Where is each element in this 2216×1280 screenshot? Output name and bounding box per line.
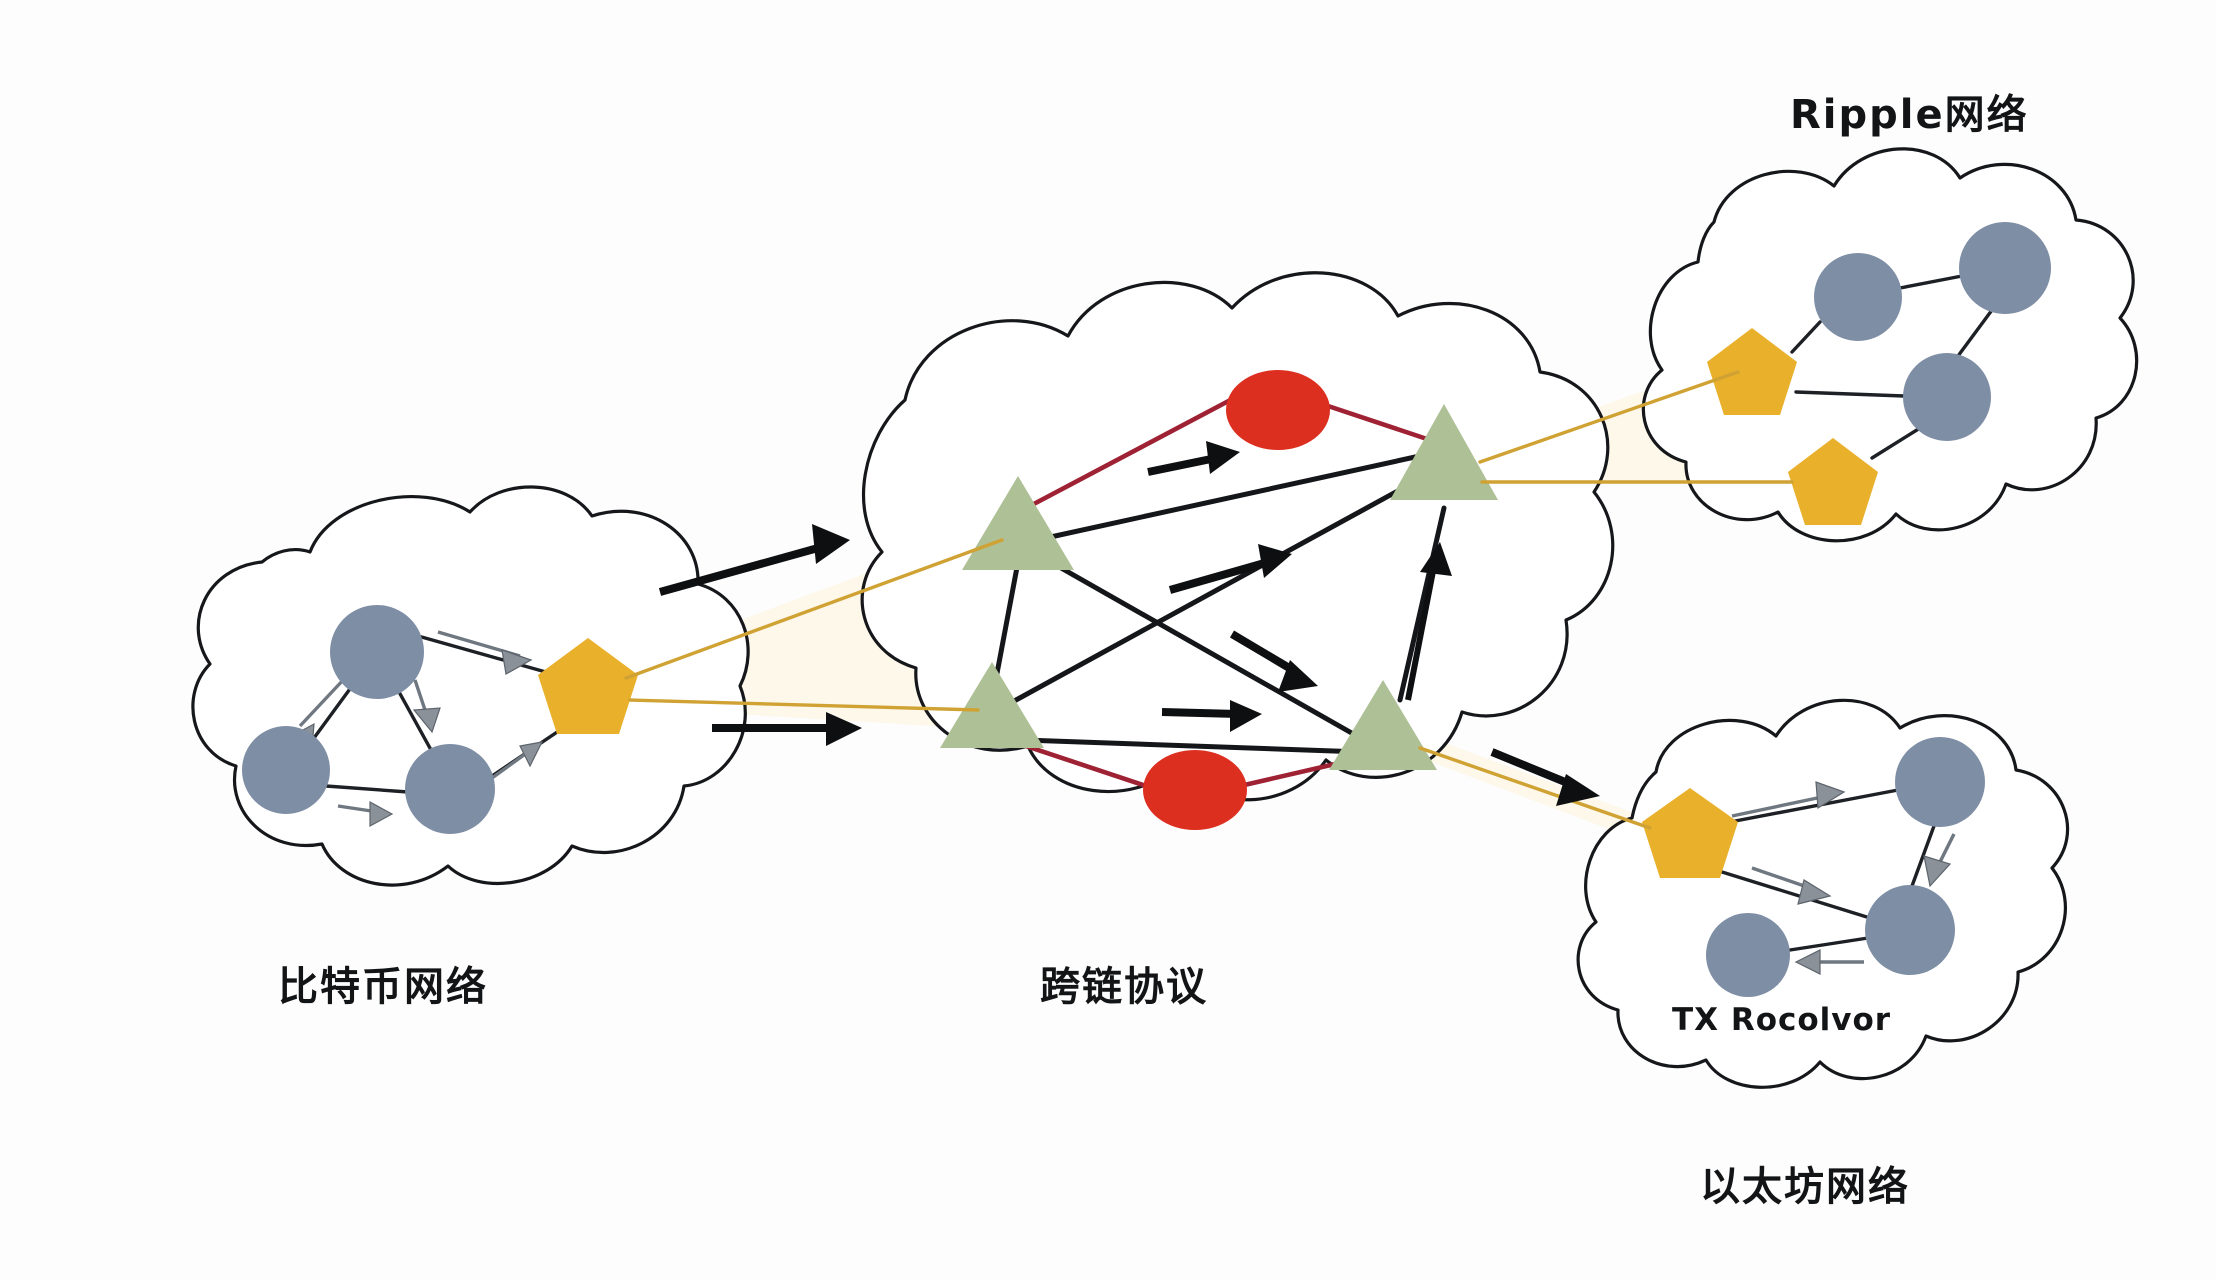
cc-red-link-top-ne bbox=[1319, 401, 1433, 443]
validator-top[interactable] bbox=[1226, 370, 1330, 450]
label-ethereum-network: 以太坊网络 bbox=[1700, 1164, 1910, 1210]
beam-crosschain-ethereum bbox=[1405, 730, 1680, 856]
bridge-btc-to-cc-lower-arrow[interactable] bbox=[712, 712, 862, 746]
cloud-bitcoin[interactable] bbox=[191, 485, 750, 887]
ripple-gateway-top[interactable] bbox=[1707, 328, 1797, 415]
ripple-link-a-b bbox=[1898, 274, 1964, 290]
bridge-btc-to-cc-upper-line bbox=[624, 538, 1004, 680]
btc-arrow-to-gateway bbox=[437, 630, 533, 675]
ripple-link-gw-c bbox=[1794, 390, 1906, 398]
bridge-btc-to-cc-lower-line bbox=[628, 698, 980, 712]
label-crosschain-protocol: 跨链协议 bbox=[1040, 964, 1208, 1010]
btc-arrow-left-to-bottom bbox=[337, 800, 394, 828]
cloud-crosschain[interactable] bbox=[860, 271, 1615, 830]
cc-link-nw-sw bbox=[992, 559, 1021, 687]
btc-node-left[interactable] bbox=[242, 726, 330, 814]
btc-node-bottom[interactable] bbox=[405, 744, 495, 834]
label-ripple-network: Ripple网络 bbox=[1790, 92, 2029, 138]
cc-link-sw-se bbox=[1021, 737, 1365, 755]
eth-gateway[interactable] bbox=[1642, 788, 1738, 878]
ripple-node-c[interactable] bbox=[1903, 353, 1991, 441]
btc-arrow-top-down bbox=[412, 679, 441, 734]
bridge-cc-to-ripple-upper bbox=[1478, 370, 1740, 464]
eth-link-top-mid bbox=[1910, 824, 1936, 888]
cc-arrow-flow-4 bbox=[1161, 700, 1262, 732]
btc-gateway[interactable] bbox=[538, 638, 638, 734]
cloud-ethereum[interactable] bbox=[1576, 698, 2070, 1089]
relay-node-ne[interactable] bbox=[1390, 404, 1498, 500]
eth-node-mid[interactable] bbox=[1865, 885, 1955, 975]
btc-link-left-bottom bbox=[324, 784, 410, 794]
cc-arrow-flow-1 bbox=[1147, 441, 1240, 476]
cc-link-nw-ne bbox=[1043, 449, 1441, 541]
cc-arrow-flow-up bbox=[1405, 542, 1452, 701]
eth-link-mid-low bbox=[1788, 936, 1870, 952]
bridge-btc-to-cc-upper-arrow[interactable] bbox=[658, 524, 850, 596]
eth-link-gw-top bbox=[1728, 788, 1900, 824]
cc-arrow-flow-2 bbox=[1168, 544, 1292, 594]
ripple-link-gw2-c bbox=[1870, 426, 1922, 460]
relay-node-sw[interactable] bbox=[940, 662, 1044, 748]
btc-node-top[interactable] bbox=[330, 605, 424, 699]
relay-node-se[interactable] bbox=[1329, 680, 1437, 770]
ripple-node-b[interactable] bbox=[1959, 222, 2051, 314]
bridge-group bbox=[624, 370, 1794, 830]
validator-bottom[interactable] bbox=[1143, 750, 1247, 830]
cc-link-nw-se bbox=[1037, 553, 1381, 751]
bridge-cc-to-eth-arrow[interactable] bbox=[1490, 748, 1600, 806]
eth-node-top[interactable] bbox=[1895, 737, 1985, 827]
label-tx-receiver: TX Rocolvor bbox=[1672, 1002, 1891, 1038]
ripple-node-a[interactable] bbox=[1814, 253, 1902, 341]
relay-node-nw[interactable] bbox=[962, 476, 1074, 570]
cc-link-sw-ne bbox=[1013, 467, 1439, 703]
eth-arrow-gw-to-mid bbox=[1751, 866, 1832, 905]
cloud-crosschain-outline bbox=[860, 271, 1615, 802]
label-bitcoin-network: 比特币网络 bbox=[278, 964, 488, 1010]
btc-arrow-bottom-to-gateway bbox=[491, 741, 544, 780]
eth-node-low[interactable] bbox=[1706, 913, 1790, 997]
btc-link-top-gateway bbox=[416, 634, 562, 678]
bridge-cc-to-eth-line bbox=[1418, 746, 1652, 830]
cloud-ripple[interactable] bbox=[1641, 147, 2139, 543]
cc-red-link-nw-top bbox=[1027, 393, 1241, 509]
eth-arrow-mid-to-low bbox=[1794, 949, 1864, 975]
ripple-gateway-bottom[interactable] bbox=[1788, 438, 1878, 525]
ripple-link-b-c bbox=[1956, 308, 1994, 358]
eth-arrow-gw-to-top bbox=[1731, 781, 1846, 818]
cc-arrow-flow-3 bbox=[1229, 630, 1318, 692]
eth-link-gw-mid bbox=[1720, 870, 1872, 920]
ripple-link-gw-a bbox=[1790, 320, 1822, 354]
eth-arrow-top-to-mid bbox=[1923, 833, 1956, 888]
cc-link-se-ne bbox=[1397, 505, 1447, 703]
